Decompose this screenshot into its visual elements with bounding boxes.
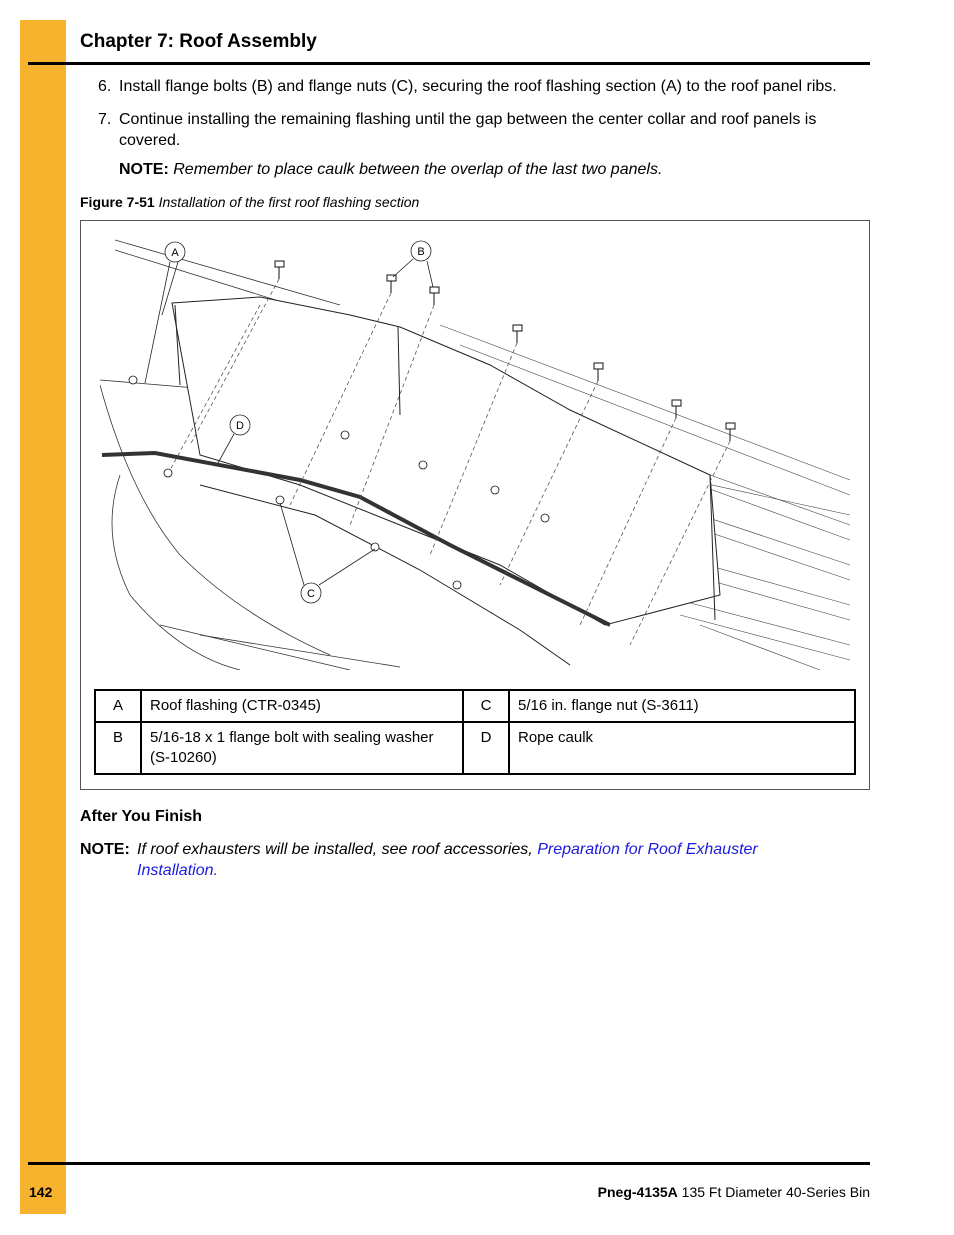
roof-flashing-section (171, 296, 721, 666)
legend-value: 5/16 in. flange nut (S-3611) (508, 689, 856, 723)
step-number: 6. (98, 78, 112, 95)
svg-text:C: C (307, 588, 315, 600)
chapter-side-bar (20, 20, 66, 1214)
legend-key: B (94, 721, 142, 775)
table-row: B 5/16-18 x 1 flange bolt with sealing w… (94, 721, 856, 775)
legend-value: Roof flashing (CTR-0345) (140, 689, 464, 723)
figure-frame (80, 220, 870, 790)
callout-d: D (217, 414, 251, 464)
note-body: If roof exhausters will be installed, se… (137, 839, 820, 881)
step-text: Continue installing the remaining flashi… (119, 111, 817, 149)
svg-text:B: B (417, 246, 424, 258)
legend-key: A (94, 689, 142, 723)
figure-label: Figure 7-51 (80, 194, 155, 210)
svg-text:D: D (236, 420, 244, 432)
alignment-lines (169, 278, 731, 646)
table-row: A Roof flashing (CTR-0345) C 5/16 in. fl… (94, 689, 856, 723)
step-text: Install flange bolts (B) and flange nuts… (119, 78, 837, 95)
step-6: 6. Install flange bolts (B) and flange n… (98, 76, 873, 97)
header-rule (28, 62, 870, 65)
parts-legend-table: A Roof flashing (CTR-0345) C 5/16 in. fl… (94, 689, 856, 775)
note-exhausters: NOTE: If roof exhausters will be install… (80, 839, 820, 881)
svg-text:A: A (171, 247, 179, 259)
callout-b: B (392, 240, 434, 288)
page-number: 142 (29, 1184, 53, 1200)
footer-document-title: Pneg-4135A 135 Ft Diameter 40-Series Bin (598, 1184, 870, 1200)
callout-c: C (279, 502, 376, 604)
figure-caption-text: Installation of the first roof flashing … (158, 194, 420, 210)
legend-value: Rope caulk (508, 721, 856, 775)
figure-caption: Figure 7-51 Installation of the first ro… (80, 194, 419, 210)
note-label: NOTE: (119, 161, 169, 178)
callout-a: A (144, 241, 186, 384)
roof-flashing-illustration: A B C D (100, 239, 851, 670)
roof-exhauster-link[interactable]: Preparation for Roof Exhauster Installat… (137, 841, 758, 879)
document-title: 135 Ft Diameter 40-Series Bin (677, 1184, 870, 1200)
note-label: NOTE: (80, 841, 130, 858)
legend-value: 5/16-18 x 1 flange bolt with sealing was… (140, 721, 464, 775)
legend-key: D (462, 721, 510, 775)
document-id: Pneg-4135A (597, 1184, 678, 1200)
legend-key: C (462, 689, 510, 723)
section-heading: After You Finish (80, 808, 203, 825)
flange-bolts (274, 260, 736, 441)
step-number: 7. (98, 111, 112, 128)
chapter-title: Chapter 7: Roof Assembly (80, 31, 317, 52)
step-7: 7. Continue installing the remaining fla… (98, 109, 873, 151)
note-text: If roof exhausters will be installed, se… (137, 841, 538, 858)
note-caulk: NOTE: Remember to place caulk between th… (119, 161, 662, 179)
footer-rule (28, 1162, 870, 1165)
note-text: Remember to place caulk between the over… (173, 161, 663, 178)
rope-caulk (101, 450, 611, 627)
